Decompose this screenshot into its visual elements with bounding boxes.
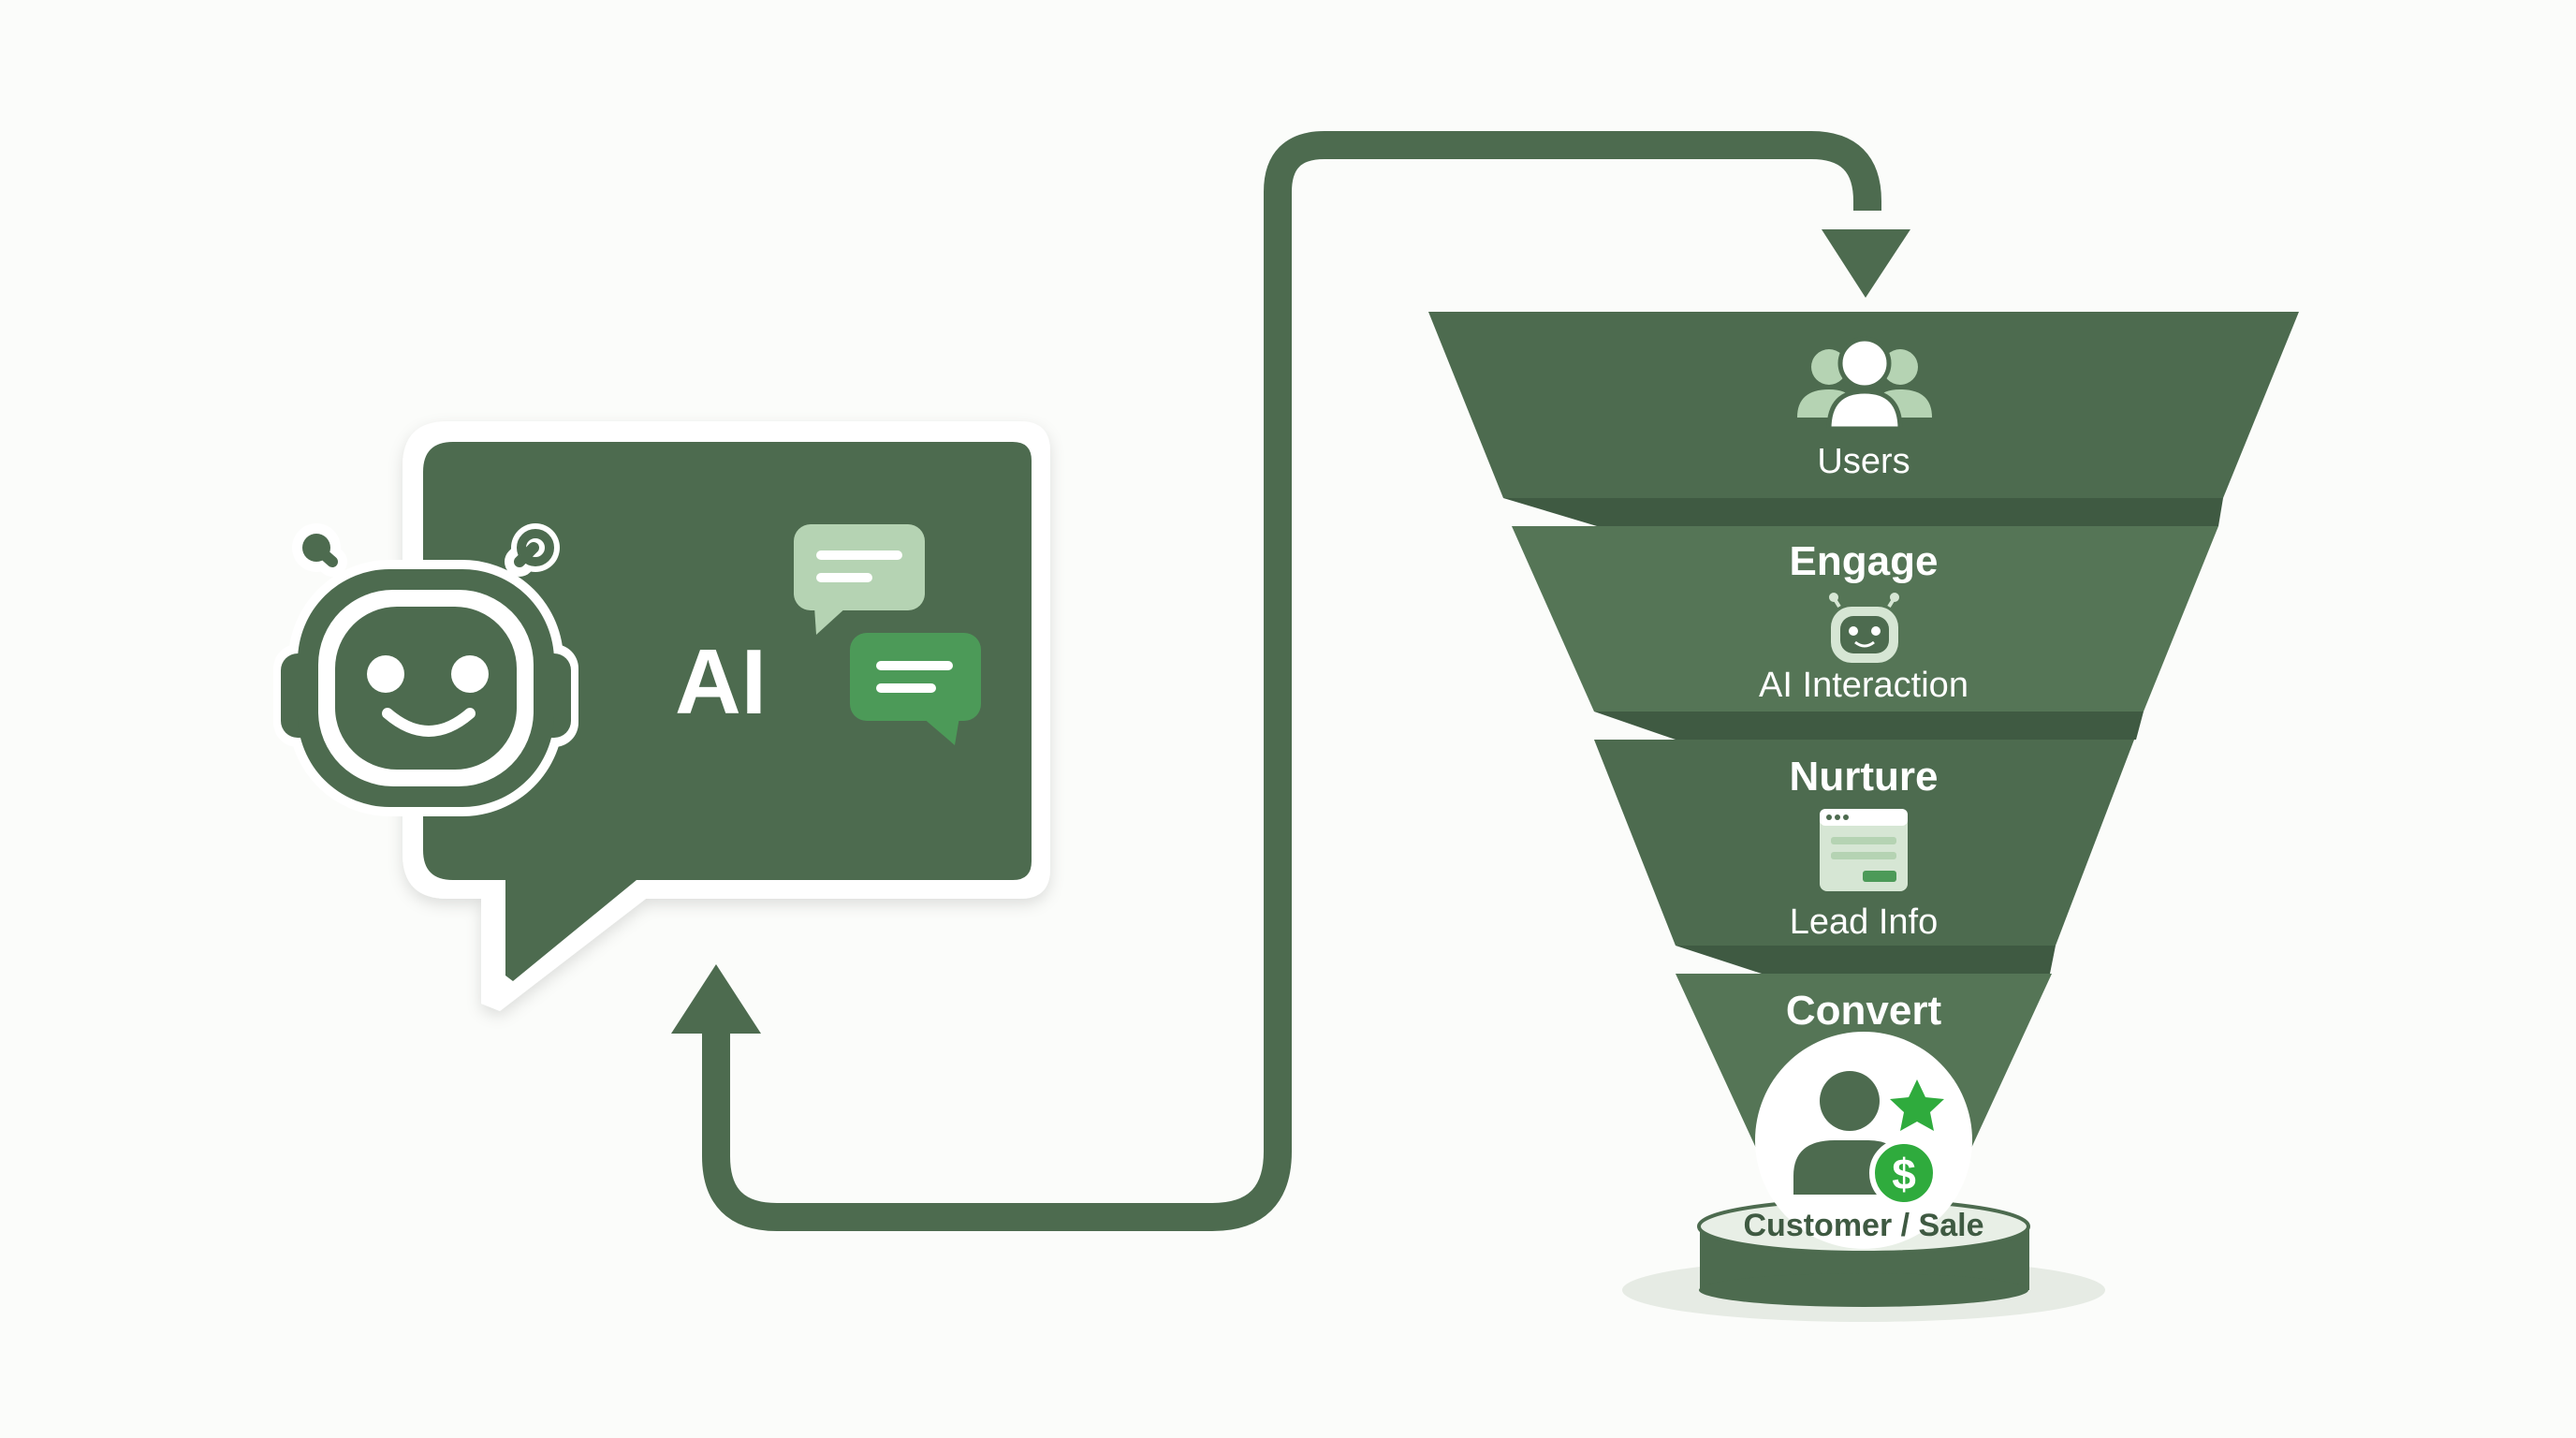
robot-icon [1829,593,1899,663]
pedestal-label: Customer / Sale [1744,1208,1984,1243]
stage-engage-title: Engage [1790,538,1939,584]
funnel-stage-engage: Engage AI Interaction [1512,526,2218,740]
arrow-head-up [671,964,761,1034]
star-icon [1890,1079,1944,1131]
message-bubble-light-icon [794,524,925,635]
ai-label: AI [675,630,767,733]
sales-funnel: Users Engage AI Interaction [1428,312,2299,1322]
form-window-icon [1820,809,1908,891]
stage-nurture-subtitle: Lead Info [1790,902,1938,942]
arrow-head-down [1822,229,1910,298]
customer-star-dollar-icon: $ [1755,1032,1972,1249]
flow-connector-line [702,131,1881,1231]
ai-chat-panel: AI [273,421,1050,1011]
svg-text:$: $ [1892,1150,1916,1198]
stage-engage-subtitle: AI Interaction [1759,666,1969,705]
stage-convert-title: Convert [1786,988,1942,1034]
funnel-stage-nurture: Nurture Lead Info [1594,740,2134,974]
robot-head-icon [273,523,578,816]
message-bubble-green-icon [850,633,981,745]
funnel-stage-users: Users [1428,312,2299,526]
dollar-badge-icon [1869,1138,1939,1208]
users-group-icon [1797,336,1932,432]
stage-nurture-title: Nurture [1790,754,1939,800]
stage-users-subtitle: Users [1817,442,1910,481]
